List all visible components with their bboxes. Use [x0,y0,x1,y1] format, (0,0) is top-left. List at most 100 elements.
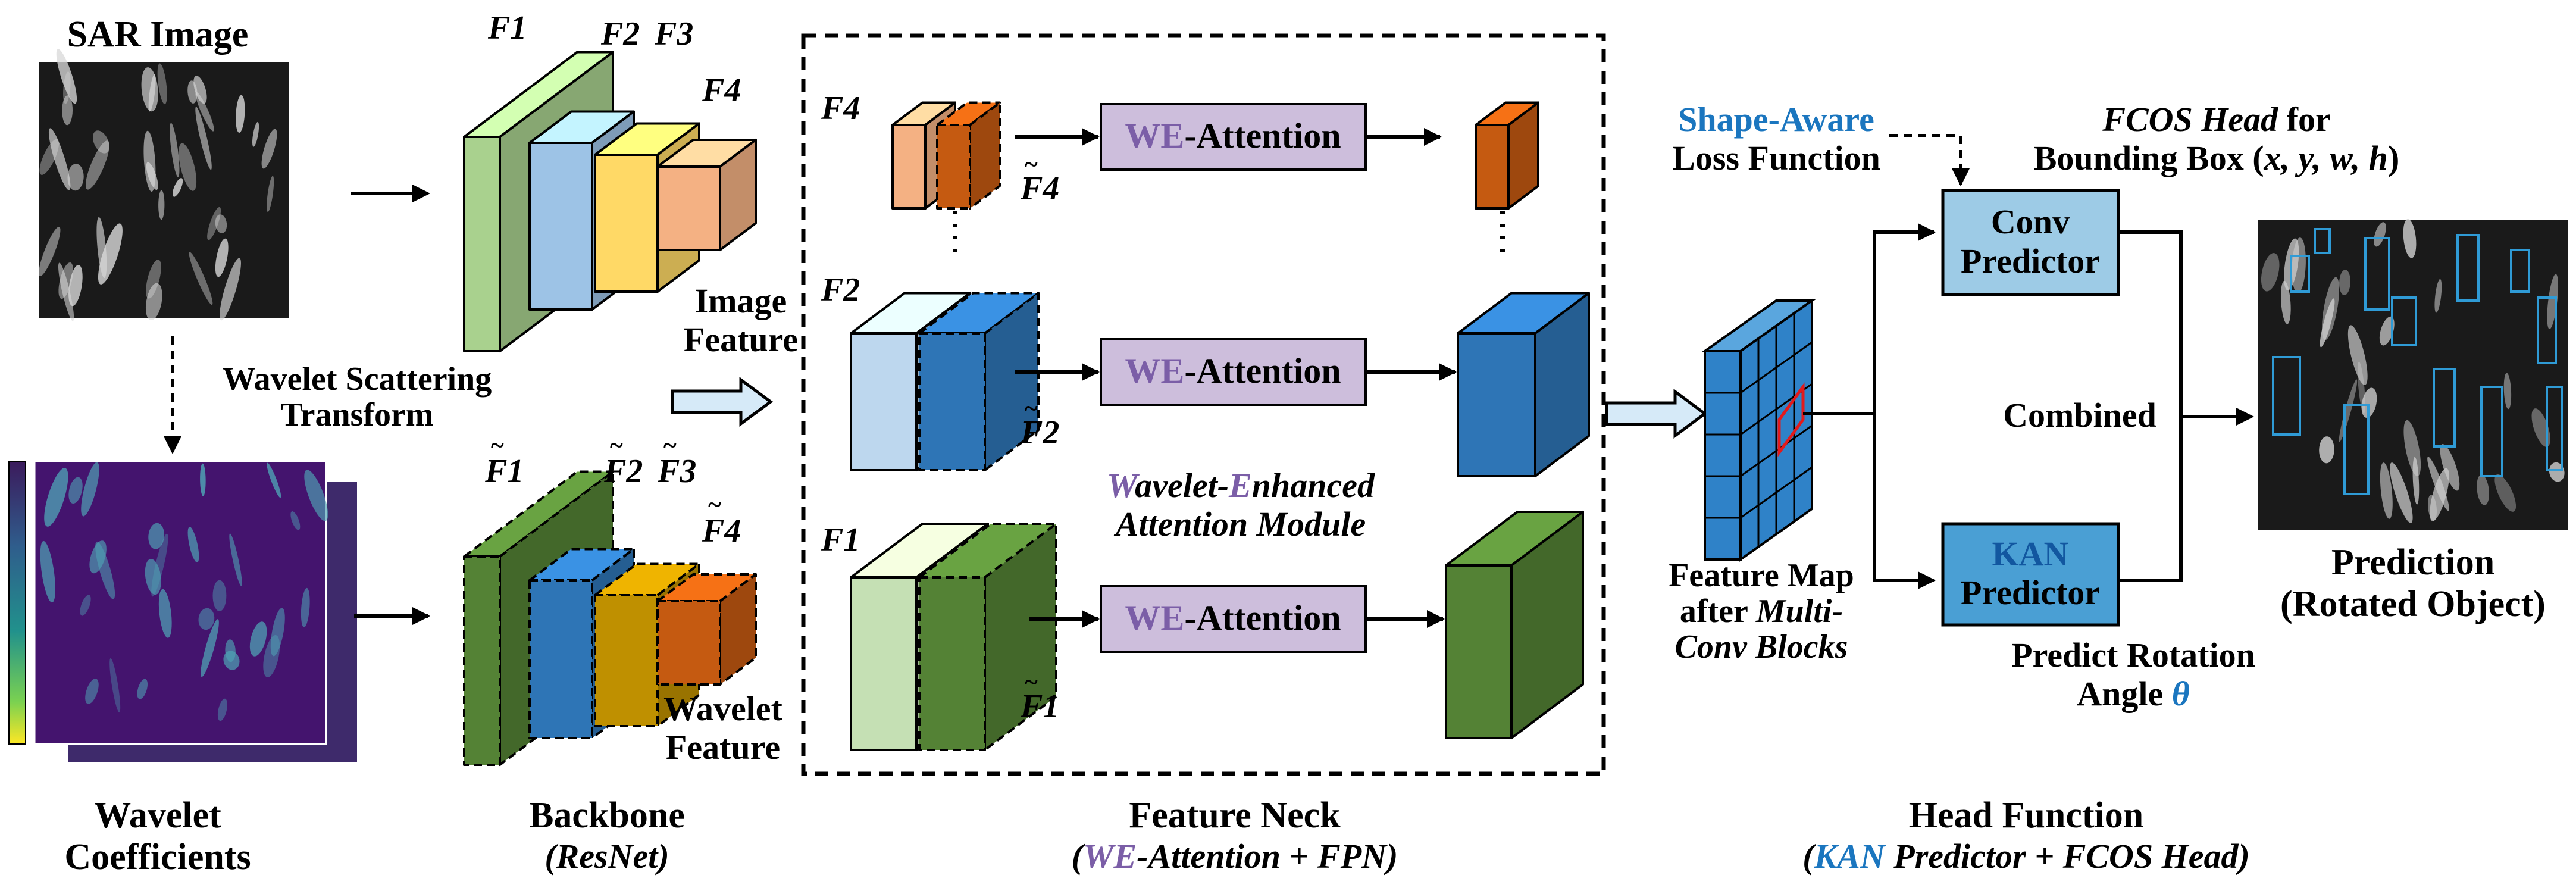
multi-text: Multi- [1755,593,1843,630]
neck-out-f2 [1457,292,1590,477]
neck-f1-label: F1 [821,521,860,558]
we-attention-box-mid: WE-Attention [1015,338,1457,406]
backbone-subtitle: (ResNet) [544,837,669,876]
head-subtitle-open: ( [1802,837,1816,876]
backbone-feature-blocks [463,51,757,766]
module-avelet: avelet- [1135,466,1229,505]
attention-label-top: -Attention [1184,116,1341,155]
bounding-box-label: Bounding Box (x, y, w, h) [2034,139,2400,177]
svg-text:~: ~ [610,432,623,459]
we-attention-box-bottom: WE-Attention [1029,585,1445,653]
arrow-to-kan [1873,414,1936,589]
svg-text:~: ~ [708,492,721,519]
backbone-wf4-label: F4 [702,512,741,549]
backbone-wf3-label: F3 [657,453,696,490]
feature-neck-frame [801,33,1606,776]
neck-title: Feature Neck [1129,795,1341,836]
backbone-wf2-label: F2 [603,453,643,490]
bbox-prefix: Bounding Box ( [2034,139,2264,177]
sar-image [39,49,289,321]
prediction-label-1: Prediction [2331,542,2494,583]
feature-map-label-2: after Multi- [1680,593,1843,630]
wavelet-coefficients-image [8,460,357,762]
theta-symbol: θ [2172,674,2190,713]
attention-label-bottom: -Attention [1184,598,1341,637]
we-label-mid: WE [1125,351,1184,390]
feature-map-grid [1701,298,1816,562]
svg-text:WE-Attention: WE-Attention [1125,351,1341,390]
sar-title: SAR Image [67,14,249,55]
wavelet-coefficients-label-2: Coefficients [64,837,251,877]
neck-wf4-label: F4 [1020,170,1059,207]
combined-label: Combined [2003,396,2156,435]
wavelet-coefficients-label-1: Wavelet [94,795,221,836]
we-label-bottom: WE [1125,598,1184,637]
we-module-label-1: Wavelet-Enhanced [1107,466,1375,505]
svg-text:WE-Attention: WE-Attention [1125,116,1341,155]
fcos-head-text: FCOS Head [2102,100,2278,139]
head-subtitle-rest: Predictor + FCOS Head) [1885,837,2250,876]
predict-rotation-label: Predict Rotation [2011,636,2255,674]
neck-wblock-f2 [918,292,1040,471]
module-nhanced: nhanced [1252,466,1375,505]
neck-out-f4 [1475,101,1539,210]
wavelet-transform-label-1: Wavelet Scattering [223,361,492,398]
prediction-image [2258,218,2568,530]
prediction-label-2: (Rotated Object) [2280,584,2546,624]
neck-wblock-f1 [918,523,1057,751]
wavelet-feature-label-2: Feature [666,728,780,767]
bbox-suffix: ) [2388,139,2399,177]
svg-text:~: ~ [491,432,504,459]
backbone-wf1-label: F1 [484,453,524,490]
wavelet-feature-label-1: Wavelet [663,689,782,728]
we-label-top: WE [1125,116,1184,155]
arrow-loss-to-conv [1889,134,1970,186]
svg-text:~: ~ [1025,669,1038,696]
bbox-vars: x, y, w, h [2264,139,2388,177]
image-feature-label-2: Feature [684,320,798,359]
head-subtitle: (KAN Predictor + FCOS Head) [1802,837,2250,876]
neck-out-f1 [1445,511,1584,739]
arrow-neck-to-head [1605,389,1708,439]
neck-subtitle-open: ( [1072,837,1085,876]
backbone-wavelet-f-labels: F1 ~ F2 ~ F3 ~ F4 ~ [484,432,741,549]
conv-predictor-box: Conv Predictor [1941,189,2120,296]
kan-predictor-box: KAN Predictor [1941,522,2120,627]
neck-wavelet-labels: F4 ~ F2 ~ F1 ~ [1020,151,1059,725]
conv-output-line [2118,230,2183,582]
combined-label-bg [1982,387,2166,440]
backbone-wblock-f4 [656,573,757,686]
neck-f4-label: F4 [821,90,860,127]
neck-subtitle-we: WE [1083,837,1137,876]
svg-text:WE-Attention: WE-Attention [1125,598,1341,637]
module-e: E [1228,466,1252,505]
neck-f2-label: F2 [821,271,860,308]
svg-text:~: ~ [663,432,677,459]
backbone-title: Backbone [529,795,685,836]
angle-text: Angle [2077,674,2172,713]
fcos-for-text: for [2278,100,2331,139]
conv-label: Conv [1991,202,2070,241]
backbone-f4-label: F4 [702,72,741,109]
backbone-f1-label: F1 [487,10,527,46]
svg-text:~: ~ [1025,395,1038,423]
wavelet-transform-label-2: Transform [280,396,433,433]
arrow-to-conv [1873,223,1936,414]
conv-predictor-label: Predictor [1961,242,2100,280]
neck-subtitle-rest: -Attention + FPN) [1137,837,1398,876]
arrow-backbone-to-neck [671,377,774,427]
neck-feature-blocks [850,101,1590,751]
kan-label: KAN [1992,534,2069,573]
attention-label-mid: -Attention [1184,351,1341,390]
neck-subtitle: (WE-Attention + FPN) [1072,837,1398,876]
backbone-f2-label: F2 [600,15,640,52]
we-attention-box-top: WE-Attention [1015,103,1442,171]
angle-label: Angle θ [2077,674,2190,713]
kan-predictor-label: Predictor [1961,573,2100,612]
head-title: Head Function [1909,795,2143,836]
after-text: after [1680,593,1756,630]
feature-map-label-1: Feature Map [1669,557,1854,594]
image-feature-label-1: Image [695,282,787,320]
svg-text:~: ~ [1025,151,1038,179]
